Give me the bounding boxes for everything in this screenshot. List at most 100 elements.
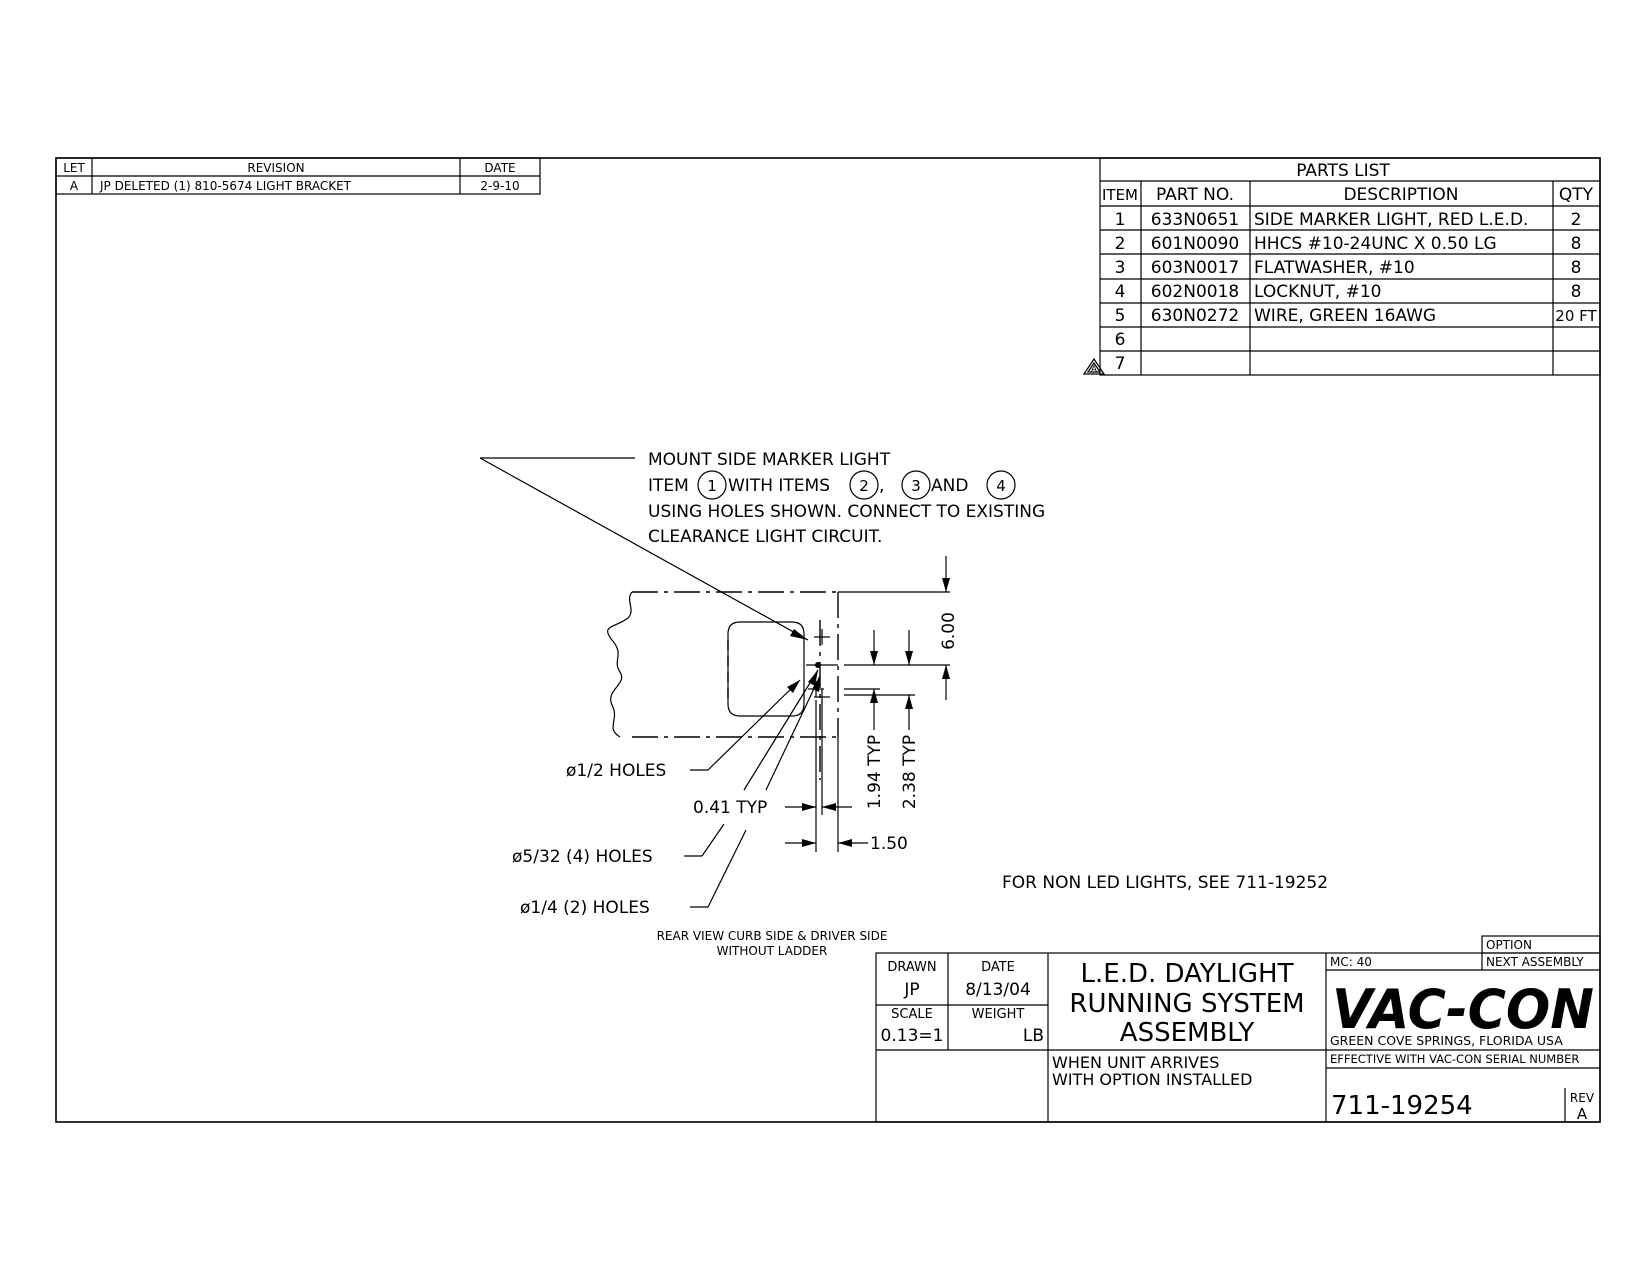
row-item: 3 — [1115, 258, 1126, 278]
dim-1-50-label: 1.50 — [870, 834, 908, 854]
table-row: 5 630N0272 WIRE, GREEN 16AWG 20 FT — [1115, 306, 1598, 326]
date-value: 8/13/04 — [965, 980, 1031, 1000]
balloon-1-label: 1 — [707, 477, 717, 495]
row-item: 4 — [1115, 282, 1126, 302]
rev-header-revision: REVISION — [247, 161, 304, 175]
balloon-2-label: 2 — [859, 477, 869, 495]
title-line-1: L.E.D. DAYLIGHT — [1081, 959, 1294, 989]
balloon-3-label: 3 — [911, 477, 921, 495]
dim-1-94-label: 1.94 TYP — [865, 735, 885, 809]
effective-note: EFFECTIVE WITH VAC-CON SERIAL NUMBER — [1330, 1052, 1579, 1066]
parts-header-part-no: PART NO. — [1156, 185, 1234, 205]
row-item: 7 — [1115, 354, 1126, 374]
dimension-2-38: 2.38 TYP — [900, 630, 920, 809]
option-note-line-1: WHEN UNIT ARRIVES — [1052, 1053, 1219, 1072]
note-item-label: ITEM — [648, 476, 689, 496]
dimension-1-94: 1.94 TYP — [865, 630, 885, 809]
revision-block: LET REVISION DATE A JP DELETED (1) 810-5… — [55, 157, 541, 195]
mounting-note: MOUNT SIDE MARKER LIGHT ITEM 1 WITH ITEM… — [648, 450, 1045, 547]
row-description: FLATWASHER, #10 — [1254, 258, 1415, 278]
callout-half-holes: ø1/2 HOLES — [566, 679, 801, 781]
drawn-value: JP — [903, 980, 919, 1000]
callout-5-32-holes: ø5/32 (4) HOLES — [512, 669, 821, 867]
company-logo: VAC-CON — [1332, 978, 1594, 1041]
rev-header-date: DATE — [484, 161, 515, 175]
item-balloon — [901, 470, 931, 500]
scale-value: 0.13=1 — [881, 1026, 944, 1046]
dimension-0-41: 0.41 TYP — [693, 700, 852, 818]
note-with-items: WITH ITEMS — [728, 476, 830, 496]
scale-label: SCALE — [891, 1007, 933, 1022]
balloon-4-label: 4 — [996, 477, 1006, 495]
view-caption-line-2: WITHOUT LADDER — [717, 944, 828, 958]
mc-label: MC: 40 — [1330, 955, 1372, 969]
row-part-no: 603N0017 — [1151, 258, 1239, 278]
row-description: WIRE, GREEN 16AWG — [1254, 306, 1436, 326]
next-assembly-label: NEXT ASSEMBLY — [1486, 955, 1584, 969]
rev-header-let: LET — [63, 161, 85, 175]
note-line-4: CLEARANCE LIGHT CIRCUIT. — [648, 527, 882, 547]
title-line-2: RUNNING SYSTEM — [1069, 989, 1304, 1019]
row-description: HHCS #10-24UNC X 0.50 LG — [1254, 234, 1497, 254]
rev-row-revision: JP DELETED (1) 810-5674 LIGHT BRACKET — [99, 179, 352, 193]
non-led-note: FOR NON LED LIGHTS, SEE 711-19252 — [1002, 873, 1328, 893]
row-item: 6 — [1115, 330, 1126, 350]
holes-5-32-label: ø5/32 (4) HOLES — [512, 847, 653, 867]
parts-list: PARTS LIST ITEM PART NO. DESCRIPTION QTY… — [1082, 157, 1601, 376]
drawing-number: 711-19254 — [1331, 1091, 1473, 1121]
row-part-no: 601N0090 — [1151, 234, 1239, 254]
rev-row-let: A — [70, 179, 79, 193]
option-note-line-2: WITH OPTION INSTALLED — [1052, 1070, 1252, 1089]
dim-6-00-label: 6.00 — [939, 612, 959, 650]
row-part-no: 630N0272 — [1151, 306, 1239, 326]
date-label: DATE — [981, 960, 1015, 975]
table-row: 4 602N0018 LOCKNUT, #10 8 — [1115, 282, 1582, 302]
drawn-label: DRAWN — [887, 960, 936, 975]
table-row: 6 — [1115, 330, 1126, 350]
item-balloon — [697, 470, 727, 500]
revision-flag-icon: A — [1082, 357, 1106, 375]
row-description: LOCKNUT, #10 — [1254, 282, 1382, 302]
table-row: 3 603N0017 FLATWASHER, #10 8 — [1115, 258, 1582, 278]
row-qty: 8 — [1571, 234, 1582, 254]
row-item: 2 — [1115, 234, 1126, 254]
item-balloon — [986, 470, 1016, 500]
weight-unit: LB — [1023, 1026, 1044, 1046]
holes-half-label: ø1/2 HOLES — [566, 761, 666, 781]
callout-quarter-holes: ø1/4 (2) HOLES — [520, 829, 747, 918]
dim-0-41-label: 0.41 TYP — [693, 798, 767, 818]
view-caption-line-1: REAR VIEW CURB SIDE & DRIVER SIDE — [657, 929, 888, 943]
row-qty: 20 FT — [1555, 307, 1597, 325]
parts-header-item: ITEM — [1102, 186, 1138, 204]
rear-view-drawing — [607, 591, 950, 780]
parts-header-qty: QTY — [1559, 185, 1594, 205]
company-location: GREEN COVE SPRINGS, FLORIDA USA — [1330, 1033, 1563, 1048]
row-part-no: 602N0018 — [1151, 282, 1239, 302]
table-row: 7 — [1115, 354, 1126, 374]
weight-label: WEIGHT — [972, 1007, 1025, 1022]
row-part-no: 633N0651 — [1151, 210, 1239, 230]
option-label: OPTION — [1486, 938, 1532, 952]
parts-list-title: PARTS LIST — [1296, 161, 1390, 181]
note-and: AND — [931, 476, 968, 496]
row-qty: 8 — [1571, 282, 1582, 302]
title-block: DRAWN JP DATE 8/13/04 SCALE 0.13=1 WEIGH… — [875, 935, 1601, 1123]
revision-flag-letter: A — [1091, 365, 1098, 375]
dim-2-38-label: 2.38 TYP — [900, 735, 920, 809]
dimension-6-00: 6.00 — [939, 556, 959, 700]
row-qty: 8 — [1571, 258, 1582, 278]
row-qty: 2 — [1571, 210, 1582, 230]
table-row: 2 601N0090 HHCS #10-24UNC X 0.50 LG 8 — [1115, 234, 1582, 254]
item-balloon — [849, 470, 879, 500]
parts-header-description: DESCRIPTION — [1343, 185, 1458, 205]
row-item: 5 — [1115, 306, 1126, 326]
rev-label: REV — [1570, 1091, 1595, 1105]
row-description: SIDE MARKER LIGHT, RED L.E.D. — [1254, 210, 1528, 230]
dimension-1-50: 1.50 — [785, 737, 908, 854]
row-item: 1 — [1115, 210, 1126, 230]
note-line-1: MOUNT SIDE MARKER LIGHT — [648, 450, 891, 470]
title-line-3: ASSEMBLY — [1120, 1018, 1255, 1048]
holes-quarter-label: ø1/4 (2) HOLES — [520, 898, 650, 918]
note-comma: , — [879, 476, 884, 496]
